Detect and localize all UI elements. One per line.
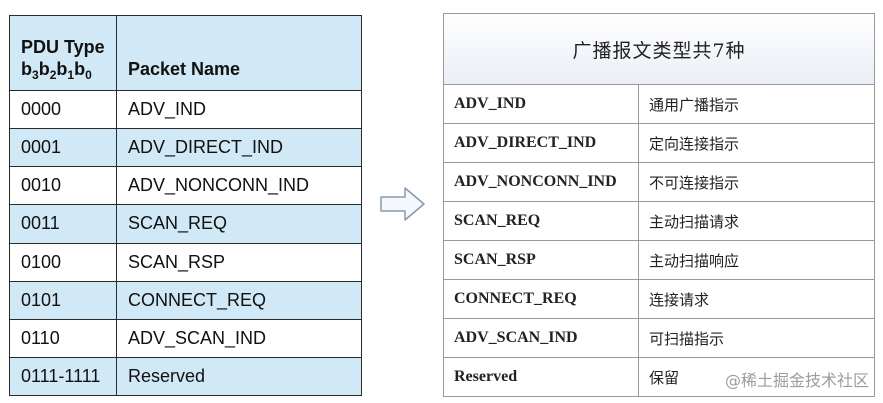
packet-name: ADV_IND xyxy=(116,89,362,130)
packet-name: CONNECT_REQ xyxy=(444,279,639,319)
pdu-code: 0110 xyxy=(9,318,117,358)
packet-name: ADV_SCAN_IND xyxy=(116,318,362,358)
packet-type-list: ADV_IND 通用广播指示 ADV_DIRECT_IND 定向连接指示 ADV… xyxy=(444,85,874,396)
table-row: 0110 ADV_SCAN_IND xyxy=(9,318,362,358)
table-row: ADV_DIRECT_IND 定向连接指示 xyxy=(444,123,874,163)
table-row: 0001 ADV_DIRECT_IND xyxy=(9,128,362,168)
table-row: SCAN_RSP 主动扫描响应 xyxy=(444,240,874,280)
packet-name: SCAN_RSP xyxy=(116,242,362,282)
pdu-code: 0101 xyxy=(9,280,117,320)
pdu-type-header: PDU Type b3b2b1b0 xyxy=(9,15,117,91)
pdu-type-bits: b3b2b1b0 xyxy=(21,59,92,82)
packet-desc: 可扫描指示 xyxy=(638,318,874,358)
packet-desc: 通用广播指示 xyxy=(638,85,874,124)
pdu-code: 0010 xyxy=(9,166,117,206)
packet-name: ADV_DIRECT_IND xyxy=(444,123,639,163)
packet-name: Reserved xyxy=(444,357,639,396)
table-row: 0101 CONNECT_REQ xyxy=(9,280,362,320)
packet-desc: 主动扫描请求 xyxy=(638,201,874,241)
packet-desc: 不可连接指示 xyxy=(638,162,874,202)
pdu-code: 0100 xyxy=(9,242,117,282)
pdu-code: 0111-1111 xyxy=(9,356,117,397)
packet-desc: 定向连接指示 xyxy=(638,123,874,163)
packet-name: SCAN_REQ xyxy=(444,201,639,241)
packet-name: ADV_IND xyxy=(444,85,639,124)
pdu-type-table: PDU Type b3b2b1b0 Packet Name 0000 ADV_I… xyxy=(9,15,362,397)
table-row: 0010 ADV_NONCONN_IND xyxy=(9,166,362,206)
right-arrow-icon xyxy=(380,187,425,221)
packet-desc: 保留 xyxy=(649,368,680,387)
packet-name-header: Packet Name xyxy=(116,15,362,91)
packet-name: ADV_NONCONN_IND xyxy=(116,166,362,206)
packet-name: ADV_DIRECT_IND xyxy=(116,128,362,168)
pdu-code: 0001 xyxy=(9,128,117,168)
table-row: ADV_SCAN_IND 可扫描指示 xyxy=(444,318,874,358)
packet-desc: 连接请求 xyxy=(638,279,874,319)
packet-name: Reserved xyxy=(116,356,362,397)
packet-desc: 主动扫描响应 xyxy=(638,240,874,280)
pdu-code: 0011 xyxy=(9,204,117,244)
table-row: CONNECT_REQ 连接请求 xyxy=(444,279,874,319)
table-row: 0011 SCAN_REQ xyxy=(9,204,362,244)
table-row: 0100 SCAN_RSP xyxy=(9,242,362,282)
packet-name: CONNECT_REQ xyxy=(116,280,362,320)
table-row: 0111-1111 Reserved xyxy=(9,356,362,397)
packet-name: ADV_NONCONN_IND xyxy=(444,162,639,202)
table-row: Reserved 保留 xyxy=(444,357,874,396)
table-row: 0000 ADV_IND xyxy=(9,89,362,130)
pdu-type-header-title: PDU Type xyxy=(21,37,105,57)
packet-type-cn-table: 广播报文类型共7种 ADV_IND 通用广播指示 ADV_DIRECT_IND … xyxy=(443,13,875,397)
packet-name: SCAN_RSP xyxy=(444,240,639,280)
table-title: 广播报文类型共7种 xyxy=(444,14,874,85)
pdu-code: 0000 xyxy=(9,89,117,130)
table-row: ADV_NONCONN_IND 不可连接指示 xyxy=(444,162,874,202)
watermark: @稀土掘金技术社区 xyxy=(724,371,869,390)
table-row: SCAN_REQ 主动扫描请求 xyxy=(444,201,874,241)
table-row: ADV_IND 通用广播指示 xyxy=(444,85,874,124)
packet-name: ADV_SCAN_IND xyxy=(444,318,639,358)
packet-name: SCAN_REQ xyxy=(116,204,362,244)
